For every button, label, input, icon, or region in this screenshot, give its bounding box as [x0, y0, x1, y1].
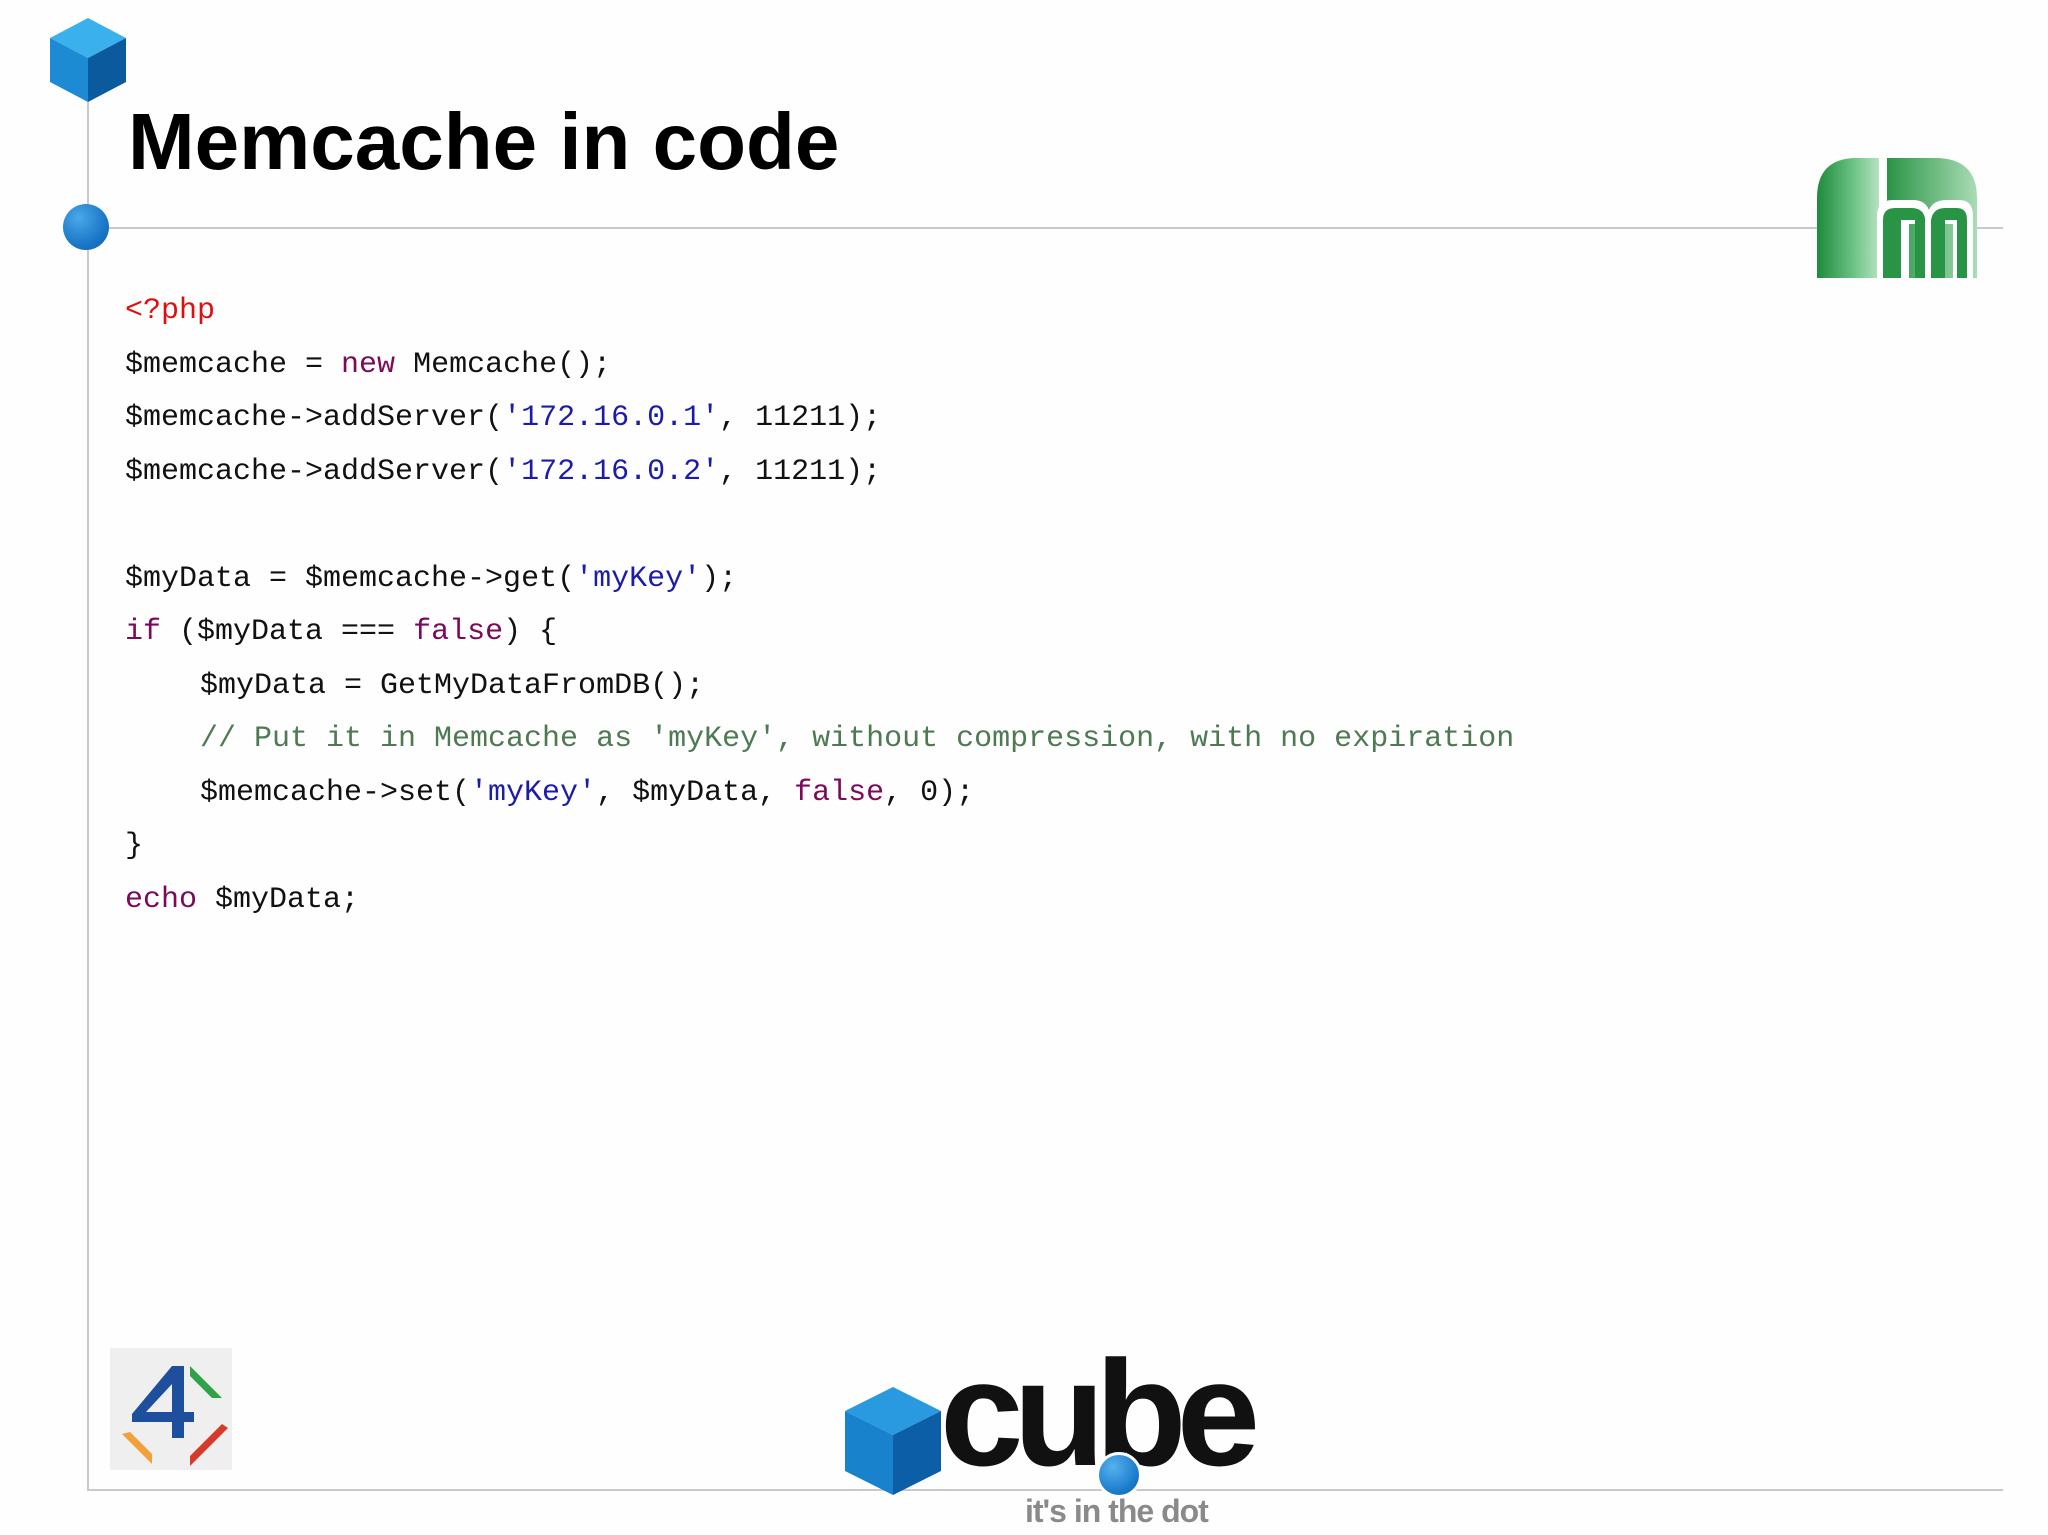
- code-line: }: [125, 820, 1514, 874]
- code-token: , $myData,: [596, 775, 795, 810]
- code-token: Memcache();: [395, 347, 612, 382]
- code-line: // Put it in Memcache as 'myKey', withou…: [125, 713, 1514, 767]
- code-token: , 11211);: [719, 454, 882, 489]
- code-token: , 11211);: [719, 401, 882, 435]
- code-token: }: [125, 829, 144, 863]
- code-line: [125, 499, 1514, 553]
- blue-cube-icon: [50, 18, 126, 102]
- code-token: echo: [125, 882, 198, 917]
- code-line: $memcache->addServer('172.16.0.2', 11211…: [125, 446, 1514, 500]
- code-token: if: [125, 615, 162, 649]
- code-line: $memcache->addServer('172.16.0.1', 11211…: [125, 392, 1514, 446]
- blue-cube-logo-icon: [845, 1387, 941, 1495]
- brand-tagline: it's in the dot: [1025, 1493, 1209, 1529]
- code-token: ($myData ===: [161, 615, 414, 649]
- code-token: $myData = GetMyDataFromDB();: [200, 668, 705, 703]
- code-token: );: [701, 561, 738, 596]
- code-token: $myData;: [197, 882, 360, 917]
- code-token: $myData = $memcache->get(: [125, 561, 576, 596]
- code-token: new: [341, 347, 396, 382]
- code-line: echo $myData;: [125, 874, 1514, 928]
- code-token: '172.16.0.2': [503, 454, 720, 489]
- code-line: $memcache->set('myKey', $myData, false, …: [125, 767, 1514, 821]
- code-line: $myData = $memcache->get('myKey');: [125, 553, 1514, 607]
- code-line: $myData = GetMyDataFromDB();: [125, 660, 1514, 714]
- footer-divider: [87, 1489, 2003, 1491]
- memcache-m-logo-icon: [1817, 158, 1977, 278]
- code-token: false: [413, 615, 504, 649]
- code-token: 'myKey': [470, 775, 597, 810]
- code-token: false: [794, 775, 885, 810]
- code-token: $memcache->set(: [200, 775, 471, 810]
- code-line: if ($myData === false) {: [125, 606, 1514, 660]
- cube-wordmark: cube: [940, 1329, 1260, 1497]
- four-logo-icon: [110, 1348, 232, 1470]
- blue-dot-icon: [63, 204, 109, 250]
- cube-dot-icon: [1096, 1452, 1142, 1498]
- code-token: <?php: [125, 294, 216, 328]
- code-token: $memcache->addServer(: [125, 454, 504, 489]
- code-token: 'myKey': [575, 561, 702, 596]
- left-vertical-rule: [87, 95, 89, 1491]
- code-line: $memcache = new Memcache();: [125, 339, 1514, 393]
- code-token: ) {: [503, 615, 558, 649]
- code-token: , 0);: [884, 775, 975, 810]
- code-block: <?php$memcache = new Memcache();$memcach…: [125, 285, 1514, 927]
- code-token: $memcache =: [125, 347, 342, 382]
- code-token: // Put it in Memcache as 'myKey', withou…: [200, 722, 1515, 756]
- code-line: <?php: [125, 285, 1514, 339]
- code-token: $memcache->addServer(: [125, 401, 504, 435]
- code-token: '172.16.0.1': [503, 401, 720, 435]
- slide-title: Memcache in code: [128, 97, 840, 186]
- title-divider: [108, 227, 2003, 229]
